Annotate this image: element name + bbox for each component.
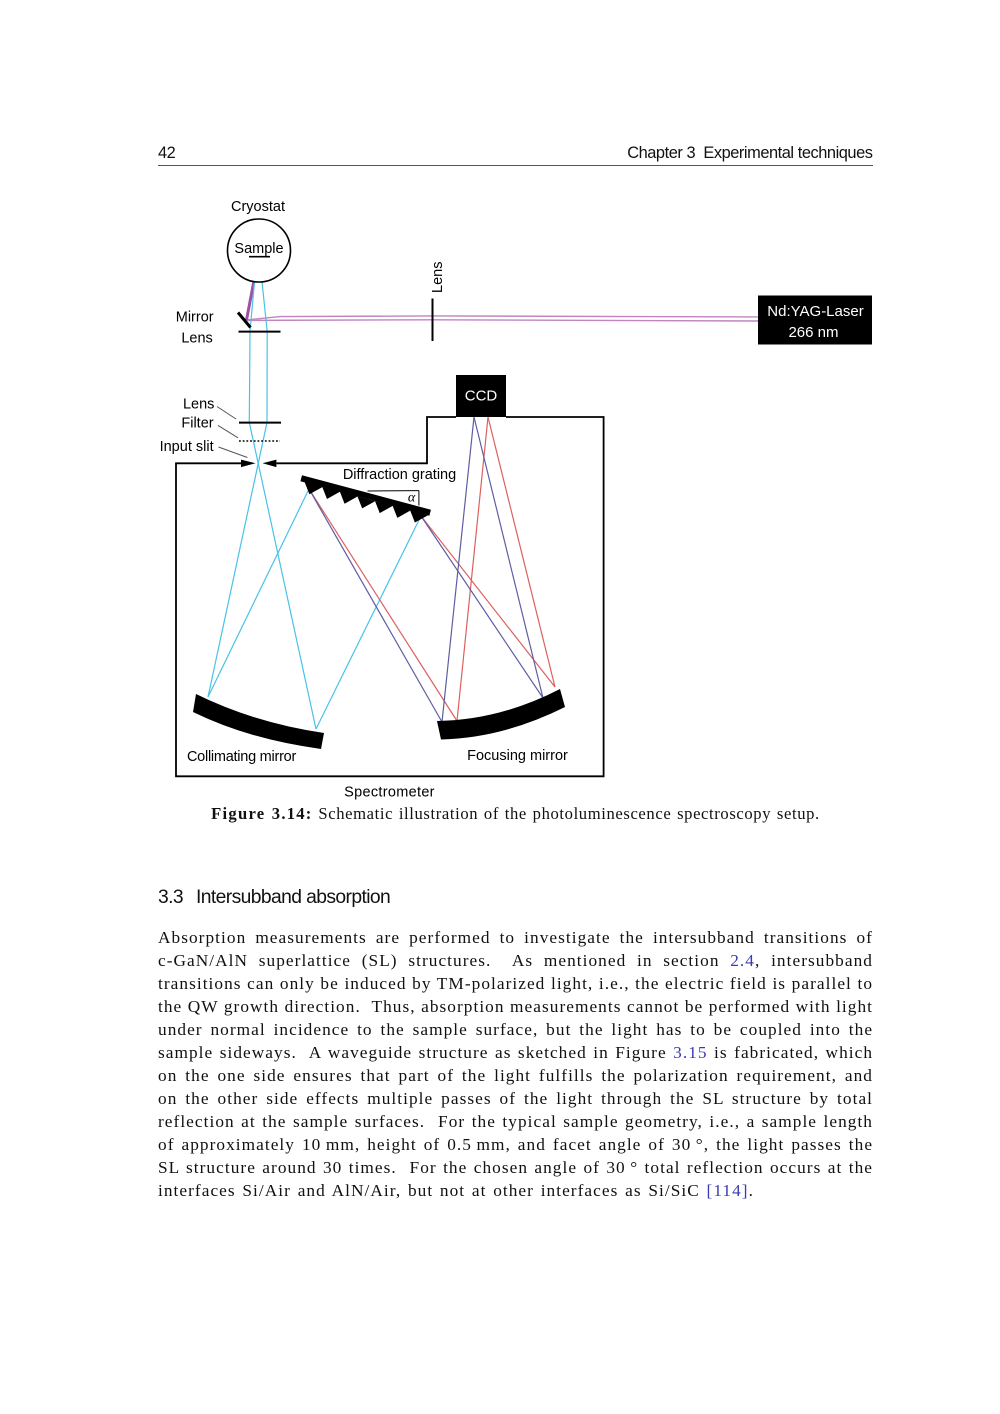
svg-text:Focusing mirror: Focusing mirror xyxy=(467,748,568,764)
svg-text:266 nm: 266 nm xyxy=(788,324,838,341)
svg-text:Nd:YAG-Laser: Nd:YAG-Laser xyxy=(767,303,863,320)
svg-text:α: α xyxy=(408,491,416,506)
svg-text:Lens: Lens xyxy=(430,262,446,293)
svg-text:Filter: Filter xyxy=(181,416,213,432)
svg-text:Sample: Sample xyxy=(234,241,283,257)
svg-text:Input slit: Input slit xyxy=(160,439,214,455)
svg-text:CCD: CCD xyxy=(465,388,498,405)
svg-text:Spectrometer: Spectrometer xyxy=(344,785,435,801)
svg-text:Diffraction grating: Diffraction grating xyxy=(343,467,456,483)
svg-text:Mirror: Mirror xyxy=(176,310,214,326)
svg-text:Lens: Lens xyxy=(181,331,212,347)
svg-text:Cryostat: Cryostat xyxy=(231,199,285,215)
svg-text:Lens: Lens xyxy=(183,397,214,413)
svg-text:Collimating mirror: Collimating mirror xyxy=(187,749,297,765)
